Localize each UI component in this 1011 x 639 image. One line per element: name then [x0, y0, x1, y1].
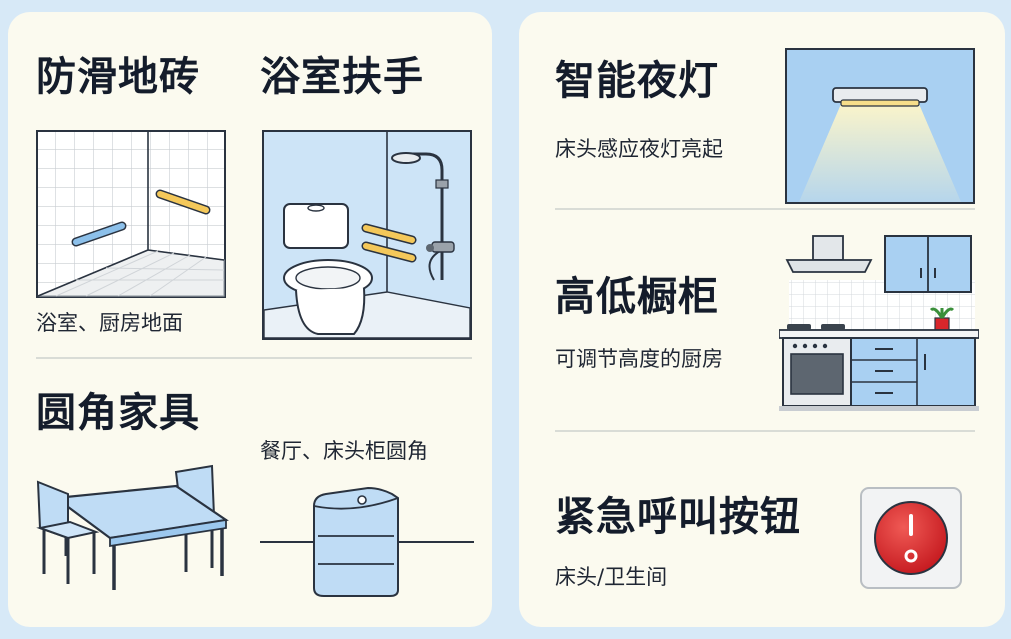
anti-slip-caption: 浴室、厨房地面 — [36, 311, 183, 335]
anti-slip-tiles-illustration — [36, 130, 226, 298]
rounded-furniture-title: 圆角家具 — [36, 390, 200, 436]
bathroom-grab-bar-illustration — [262, 130, 472, 340]
emergency-button-illustration — [860, 487, 962, 589]
low-cabinet-caption: 可调节高度的厨房 — [555, 347, 723, 371]
night-light-caption: 床头感应夜灯亮起 — [555, 137, 723, 161]
rounded-furniture-caption: 餐厅、床头柜圆角 — [260, 439, 428, 463]
right-divider-1 — [555, 208, 975, 210]
right-divider-2 — [555, 430, 975, 432]
rounded-nightstand-illustration — [260, 486, 474, 597]
night-light-illustration — [785, 48, 975, 204]
low-cabinet-title: 高低橱柜 — [555, 274, 719, 320]
kitchen-cabinet-illustration — [779, 235, 979, 411]
right-panel: 智能夜灯 床头感应夜灯亮起 高低橱柜 可调节高度的厨房 — [519, 12, 1005, 627]
grab-bar-title: 浴室扶手 — [260, 54, 424, 100]
night-light-title: 智能夜灯 — [555, 58, 719, 104]
anti-slip-title: 防滑地砖 — [36, 54, 200, 100]
dining-table-chairs-illustration — [36, 464, 229, 590]
emergency-caption: 床头/卫生间 — [555, 565, 668, 589]
left-divider — [36, 357, 472, 359]
left-panel: 防滑地砖 浴室扶手 — [8, 12, 492, 627]
emergency-title: 紧急呼叫按钮 — [555, 494, 801, 540]
